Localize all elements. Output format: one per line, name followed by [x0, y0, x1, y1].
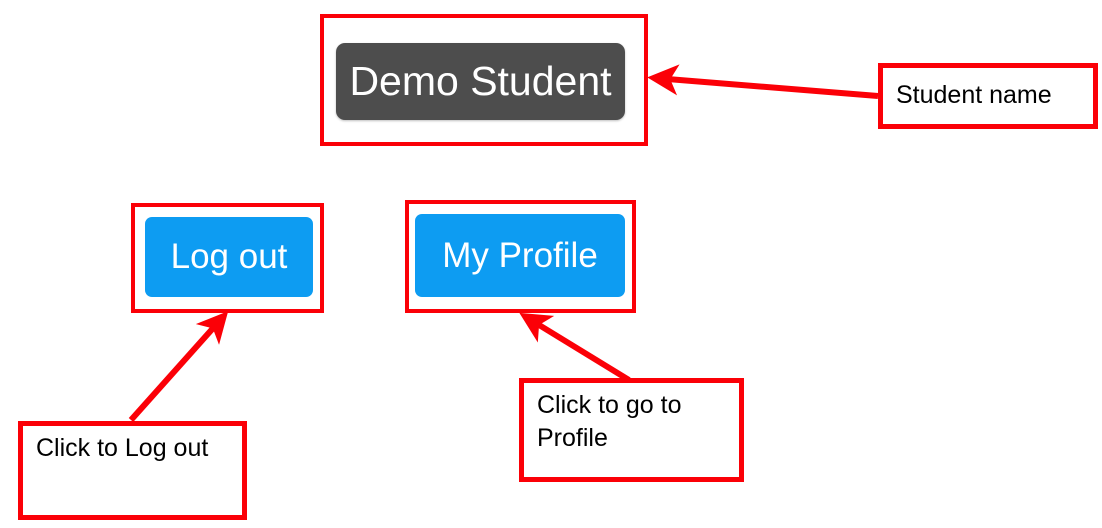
callout-logout: Click to Log out [18, 421, 247, 520]
highlight-box-student-name [320, 14, 648, 146]
callout-student-name: Student name [878, 63, 1098, 129]
arrow-logout [128, 311, 229, 422]
arrow-student-name [647, 64, 879, 99]
callout-profile: Click to go to Profile [519, 378, 744, 482]
callout-profile-text: Click to go to Profile [537, 391, 682, 452]
logout-button[interactable]: Log out [145, 217, 313, 297]
student-name-button[interactable]: Demo Student [336, 43, 625, 120]
profile-button[interactable]: My Profile [415, 214, 625, 297]
highlight-box-logout [131, 203, 324, 313]
arrow-profile [519, 312, 631, 383]
highlight-box-profile [405, 200, 636, 313]
callout-student-name-text: Student name [896, 81, 1052, 109]
callout-logout-text: Click to Log out [36, 434, 209, 462]
